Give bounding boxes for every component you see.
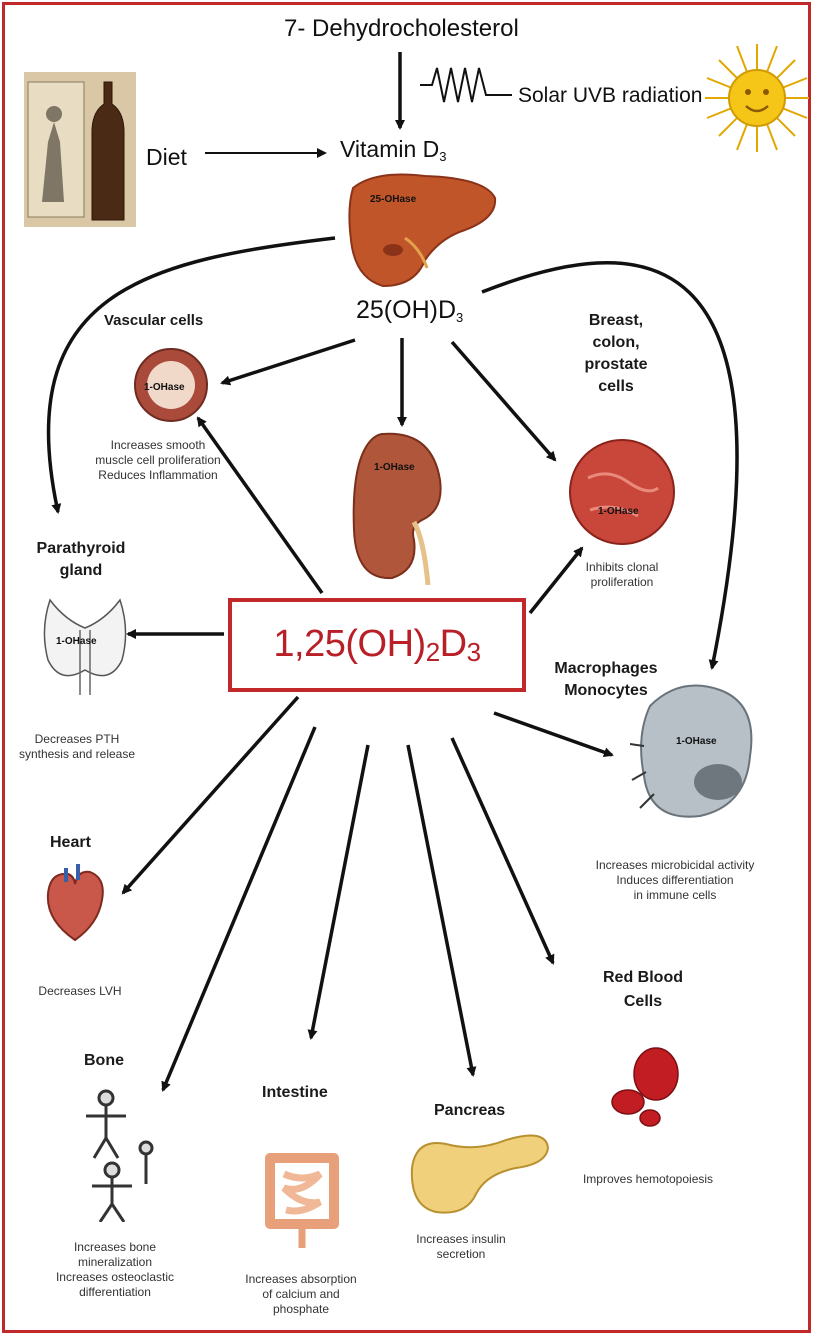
arrow-calcidiol-to-vascular (222, 340, 355, 383)
heart-image (44, 864, 106, 944)
pancreas-label: Pancreas (434, 1102, 505, 1120)
sun-icon (703, 42, 811, 154)
macrophages-description: Increases microbicidal activityInduces d… (575, 858, 775, 903)
arrow-center-to-macrophages (494, 713, 612, 755)
uvb-label: Solar UVB radiation (518, 84, 702, 108)
arrow-calcidiol-to-breast (452, 342, 555, 460)
macrophage-image (630, 676, 762, 826)
rbc-description: Improves hemotopoiesis (560, 1172, 736, 1187)
breast-description: Inhibits clonalproliferation (568, 560, 676, 590)
vascular-cells-label: Vascular cells (104, 312, 203, 329)
diet-label: Diet (146, 144, 187, 171)
heart-label: Heart (50, 834, 91, 852)
intestine-description: Increases absorptionof calcium andphosph… (236, 1272, 366, 1317)
kidney-image (352, 430, 450, 585)
intestine-label: Intestine (262, 1084, 328, 1102)
uvb-wave (420, 68, 512, 102)
breast-enzyme-label: 1-OHase (598, 506, 639, 517)
calcitriol-box: 1,25(OH)2D3 (228, 598, 526, 692)
macrophage-enzyme-label: 1-OHase (676, 736, 717, 747)
calcidiol-label: 25(OH)D3 (356, 296, 463, 325)
pancreas-image (406, 1128, 552, 1218)
breast-cells-image (568, 438, 676, 546)
arrow-center-to-rbc (452, 738, 553, 963)
calcitriol-label: 1,25(OH)2D3 (273, 623, 480, 668)
skeleton-image (76, 1088, 160, 1222)
vascular-enzyme-label: 1-OHase (144, 382, 185, 393)
breast-colon-prostate-label: Breast,colon,prostatecells (566, 310, 666, 398)
precursor-label: 7- Dehydrocholesterol (284, 15, 519, 43)
rbc-label: Red BloodCells (588, 966, 698, 1014)
bone-description: Increases bonemineralizationIncreases os… (30, 1240, 200, 1300)
bone-label: Bone (84, 1052, 124, 1070)
parathyroid-description: Decreases PTHsynthesis and release (2, 732, 152, 762)
diet-image (24, 72, 136, 227)
liver-image (345, 168, 500, 293)
kidney-enzyme-label: 1-OHase (374, 462, 415, 473)
arrow-center-to-bone (163, 727, 315, 1090)
arrow-center-to-intestine (311, 745, 368, 1038)
vascular-description: Increases smoothmuscle cell proliferatio… (82, 438, 234, 483)
parathyroid-enzyme-label: 1-OHase (56, 636, 97, 647)
vitamin-d3-label: Vitamin D3 (340, 136, 447, 164)
arrow-center-to-pancreas (408, 745, 473, 1075)
pancreas-description: Increases insulinsecretion (396, 1232, 526, 1262)
liver-enzyme-label: 25-OHase (370, 194, 416, 205)
arrow-center-to-heart (123, 697, 298, 893)
red-blood-cells-image (606, 1046, 686, 1130)
intestine-image (262, 1148, 342, 1250)
parathyroid-label: Parathyroidgland (26, 538, 136, 582)
heart-description: Decreases LVH (20, 984, 140, 999)
